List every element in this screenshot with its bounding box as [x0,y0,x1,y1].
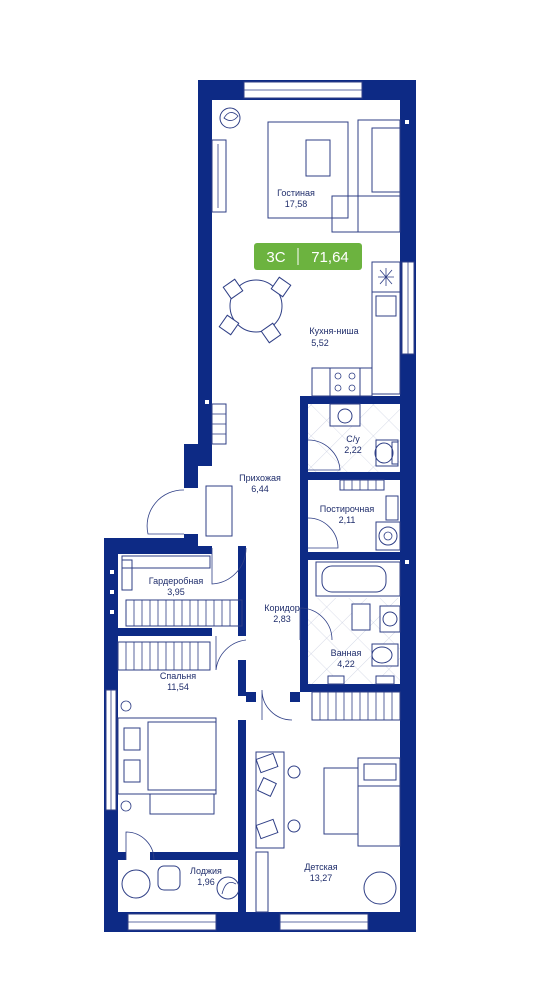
windows [105,81,415,931]
kitchen-area: 5,52 [311,338,329,348]
loggia-furniture [121,865,240,900]
loggia-plant-icon [216,876,240,900]
badge-area: 71,64 [311,249,349,266]
sink-icon [375,295,397,317]
hall-area: 6,44 [251,484,269,494]
kids-name: Детская [304,862,337,872]
hob [329,367,361,397]
loggia-area: 1,96 [197,877,215,887]
entrance-door [146,489,185,535]
badge-background [254,243,362,270]
bathroom-furniture [315,561,401,685]
apartment-badge: 3С 71,64 [254,243,362,270]
wall-ornament [110,120,409,614]
hall-name: Прихожая [239,473,281,483]
living-area: 17,58 [285,199,308,209]
wardrobe-name: Гардеробная [149,576,204,586]
doors [125,439,341,861]
toilet-icon [374,442,394,464]
bedroom-furniture [117,641,217,815]
loggia-name: Лоджия [190,866,222,876]
bathroom-name: Ванная [331,648,362,658]
washing-machine-icon [378,526,398,546]
wc-furniture [329,403,399,467]
bathroom-area: 4,22 [337,659,355,669]
wc-sink-icon [337,408,353,424]
sofa [357,119,401,233]
laundry-furniture [339,479,401,551]
hall-furniture [205,403,233,537]
kids-shelf [311,691,401,721]
wardrobe-furniture [121,555,243,627]
kitchen-name: Кухня-ниша [309,326,358,336]
laundry-name: Постирочная [320,504,375,514]
badge-type: 3С [266,249,285,266]
bedroom-closet [117,641,211,671]
bath-sink-icon [382,611,398,627]
living-name: Гостиная [277,188,315,198]
wardrobe-rail [125,599,243,627]
dining-table [229,279,283,333]
rug [267,121,349,219]
bath-toilet-icon [371,646,393,664]
kitchen-furniture [218,261,401,397]
wc-area: 2,22 [344,445,362,455]
kids-area: 13,27 [310,873,333,883]
room-labels: Гостиная 17,58 Кухня-ниша 5,52 Прихожая … [149,188,375,887]
laundry-area: 2,11 [339,515,356,525]
wc-name: С/у [346,434,360,444]
coffee-table [305,139,331,177]
kids-furniture [255,691,401,913]
corridor-name: Коридор [264,603,300,613]
desk-icon [255,751,285,849]
plant-icon [219,107,241,129]
bedroom-area: 11,54 [167,682,189,692]
wardrobe-area: 3,95 [167,587,185,597]
living-furniture [211,107,401,233]
hall-rug [205,485,233,537]
bathtub-icon [315,561,401,597]
fridge-icon [371,261,401,293]
tv-stand [211,139,227,213]
bedroom-name: Спальня [160,671,196,681]
armchair-icon [121,869,151,899]
corridor-area: 2,83 [273,614,291,624]
bed-icon [117,717,217,795]
